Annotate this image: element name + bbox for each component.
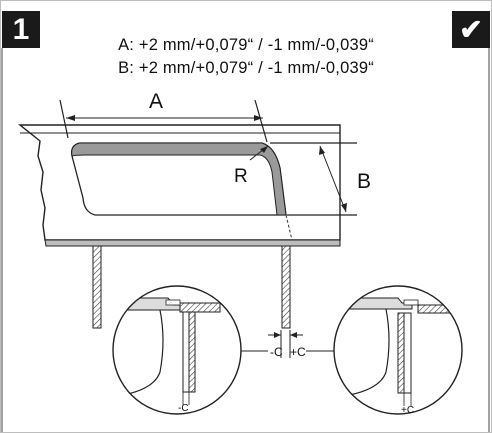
check-mark-icon: ✔ — [452, 11, 490, 48]
detail-view-plus-c — [333, 285, 463, 415]
step-number-badge: 1 — [2, 11, 40, 48]
clearance-c-indicator — [241, 330, 334, 358]
dimension-a — [59, 99, 268, 143]
tolerance-a: A: +2 mm/+0,079“ / -1 mm/-0,039“ — [118, 36, 374, 54]
label-detail-minus-c: -C — [178, 403, 189, 414]
tolerance-b: B: +2 mm/+0,079“ / -1 mm/-0,039“ — [118, 59, 374, 77]
cabinet-panel-right — [281, 245, 291, 329]
label-detail-plus-c: +C — [401, 405, 414, 416]
label-r: R — [234, 166, 248, 187]
cabinet-panel-left — [92, 245, 102, 329]
label-b: B — [357, 170, 371, 193]
label-minus-c: -C — [270, 345, 283, 359]
dimension-b — [270, 142, 357, 216]
label-plus-c: +C — [290, 345, 306, 359]
radius-leader — [249, 145, 269, 161]
detail-view-minus-c — [112, 285, 242, 415]
label-a: A — [149, 90, 163, 113]
